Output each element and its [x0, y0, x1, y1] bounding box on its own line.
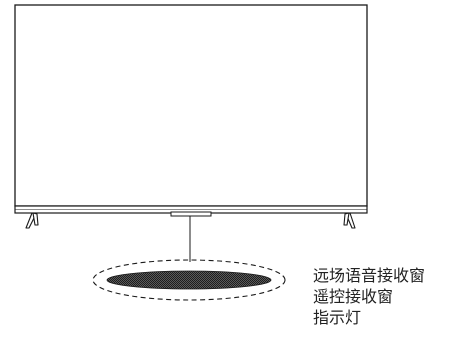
tv-front-view — [14, 4, 368, 217]
left-stand-foot — [25, 212, 39, 229]
right-stand-foot — [343, 212, 356, 229]
far-field-voice-window-label: 远场语音接收窗 — [313, 266, 426, 285]
sensor-callout-labels: 远场语音接收窗 遥控接收窗 指示灯 — [313, 265, 461, 328]
center-sensor-module — [170, 211, 212, 217]
highlight-dashed-ellipse — [92, 259, 286, 301]
indicator-light-label: 指示灯 — [313, 308, 362, 327]
tv-screen — [14, 4, 368, 207]
remote-receiver-window-label: 遥控接收窗 — [313, 287, 394, 306]
sensor-grille-magnified — [106, 270, 272, 290]
